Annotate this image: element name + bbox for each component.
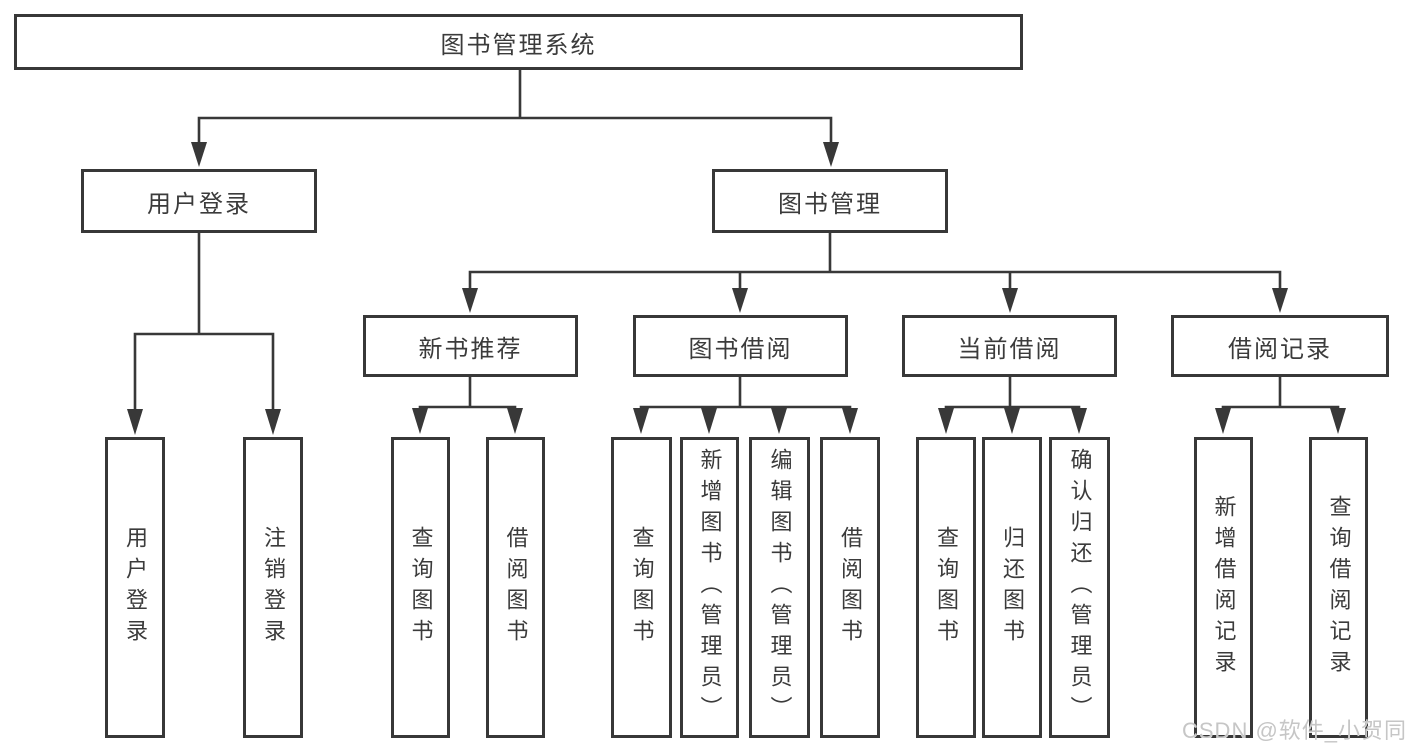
connector-book-borrow-to-leaves: [633, 376, 858, 434]
leaf-borrow-books-recommend: 借阅图书: [486, 437, 545, 738]
leaf-query-books-current-label: 查询图书: [934, 525, 959, 650]
leaf-return-books-label: 归还图书: [1000, 525, 1025, 650]
leaf-query-borrow-record: 查询借阅记录: [1309, 437, 1368, 738]
arrowhead-down-icon: [842, 408, 858, 434]
leaf-query-books-borrow: 查询图书: [611, 437, 672, 738]
leaf-add-books-admin-label: 新增图书（管理员）: [697, 448, 723, 727]
arrowhead-down-icon: [1272, 288, 1288, 313]
leaf-confirm-return-admin-label: 确认归还（管理员）: [1067, 448, 1093, 727]
arrowhead-down-icon: [1215, 408, 1231, 434]
arrowhead-down-icon: [191, 142, 207, 167]
leaf-query-books-current: 查询图书: [916, 437, 976, 738]
leaf-borrow-books-borrow-label: 借阅图书: [838, 525, 863, 650]
node-book-management: 图书管理: [712, 169, 948, 233]
arrowhead-down-icon: [938, 408, 954, 434]
leaf-confirm-return-admin: 确认归还（管理员）: [1049, 437, 1110, 738]
leaf-user-login-label: 用户登录: [123, 525, 148, 650]
connector-book-management-to-level3: [462, 232, 1288, 313]
watermark: CSDN @软件_小贺同学: [1182, 718, 1405, 743]
leaf-query-books-borrow-label: 查询图书: [629, 525, 655, 650]
node-book-borrow-label: 图书借阅: [688, 335, 793, 363]
leaf-borrow-books-borrow: 借阅图书: [820, 437, 880, 738]
arrowhead-down-icon: [462, 288, 478, 313]
leaf-add-borrow-record-label: 新增借阅记录: [1211, 494, 1237, 681]
node-borrow-records: 借阅记录: [1171, 315, 1389, 377]
arrowhead-down-icon: [633, 408, 649, 434]
arrowhead-down-icon: [771, 408, 787, 434]
node-current-borrow: 当前借阅: [902, 315, 1117, 377]
connector-user-login-to-leaves: [127, 232, 281, 435]
leaf-edit-books-admin: 编辑图书（管理员）: [749, 437, 810, 738]
node-new-book-recommend-label: 新书推荐: [418, 335, 523, 363]
leaf-add-books-admin: 新增图书（管理员）: [680, 437, 739, 738]
leaf-query-books-recommend-label: 查询图书: [408, 525, 434, 650]
arrowhead-down-icon: [412, 408, 428, 434]
arrowhead-down-icon: [701, 408, 717, 434]
leaf-logout-label: 注销登录: [261, 525, 286, 650]
connector-new-book-to-leaves: [412, 376, 523, 434]
arrowhead-down-icon: [265, 409, 281, 435]
connector-current-borrow-to-leaves: [938, 376, 1087, 434]
leaf-user-login: 用户登录: [105, 437, 165, 738]
node-user-login: 用户登录: [81, 169, 317, 233]
leaf-edit-books-admin-label: 编辑图书（管理员）: [767, 448, 793, 727]
leaf-logout: 注销登录: [243, 437, 303, 738]
node-new-book-recommend: 新书推荐: [363, 315, 578, 377]
node-root-label: 图书管理系统: [440, 31, 597, 59]
node-root: 图书管理系统: [14, 14, 1023, 70]
arrowhead-down-icon: [127, 409, 143, 435]
connector-root-to-level2: [191, 70, 839, 167]
leaf-query-books-recommend: 查询图书: [391, 437, 450, 738]
leaf-add-borrow-record: 新增借阅记录: [1194, 437, 1253, 738]
arrowhead-down-icon: [823, 142, 839, 167]
node-user-login-label: 用户登录: [147, 190, 251, 218]
arrowhead-down-icon: [1004, 408, 1020, 434]
arrowhead-down-icon: [732, 288, 748, 313]
leaf-return-books: 归还图书: [982, 437, 1042, 738]
arrowhead-down-icon: [1330, 408, 1346, 434]
leaf-borrow-books-recommend-label: 借阅图书: [503, 525, 529, 650]
connector-borrow-records-to-leaves: [1215, 376, 1346, 434]
node-borrow-records-label: 借阅记录: [1228, 335, 1332, 363]
arrowhead-down-icon: [1002, 288, 1018, 313]
leaf-query-borrow-record-label: 查询借阅记录: [1326, 494, 1352, 681]
node-current-borrow-label: 当前借阅: [957, 335, 1062, 363]
node-book-management-label: 图书管理: [778, 190, 882, 218]
node-book-borrow: 图书借阅: [633, 315, 848, 377]
arrowhead-down-icon: [1071, 408, 1087, 434]
arrowhead-down-icon: [507, 408, 523, 434]
